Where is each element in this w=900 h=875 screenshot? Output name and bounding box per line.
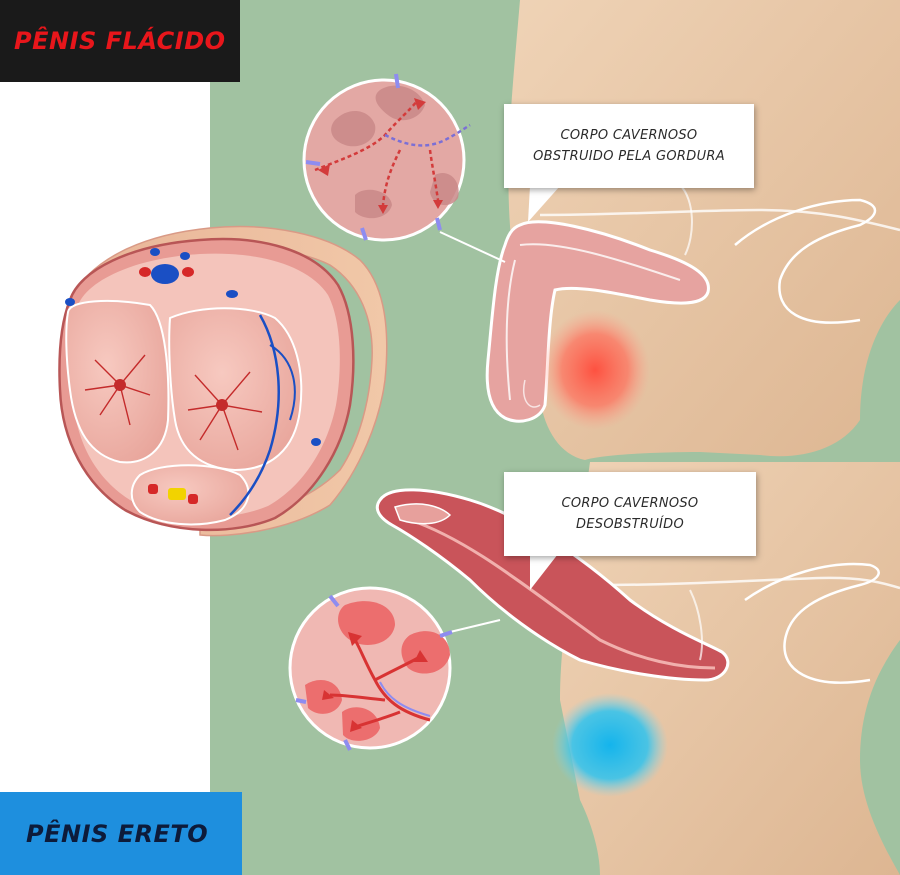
erect-organ <box>375 488 730 682</box>
label-erect-text: PÊNIS ERETO <box>26 819 209 848</box>
leader-line-lower <box>449 619 501 633</box>
callout-obstructed-line1: CORPO CAVERNOSO <box>560 128 698 143</box>
leader-line-upper <box>439 231 506 263</box>
label-erect: PÊNIS ERETO <box>0 792 242 875</box>
callout-unobstructed: CORPO CAVERNOSO DESOBSTRUÍDO <box>504 472 756 556</box>
callout-obstructed-line2: OBSTRUIDO PELA GORDURA <box>533 149 725 164</box>
magnifier-obstructed <box>302 73 471 242</box>
callout-pointer-lower <box>530 554 558 590</box>
flow-highlight <box>552 693 668 797</box>
cross-section <box>58 225 388 537</box>
callout-unobstructed-line2: DESOBSTRUÍDO <box>575 517 685 532</box>
obstruction-highlight <box>540 310 650 430</box>
callout-unobstructed-line1: CORPO CAVERNOSO <box>561 496 699 511</box>
lower-abdomen-line <box>599 576 900 590</box>
callout-pointer-upper <box>528 186 560 222</box>
label-flaccid-text: PÊNIS FLÁCIDO <box>14 27 226 55</box>
upper-thigh-outline <box>734 198 877 324</box>
lower-thigh-outline <box>744 562 880 684</box>
callout-obstructed: CORPO CAVERNOSO OBSTRUIDO PELA GORDURA <box>504 104 754 188</box>
upper-abdomen-line <box>539 208 900 232</box>
magnifier-unobstructed <box>288 586 453 751</box>
label-flaccid: PÊNIS FLÁCIDO <box>0 0 240 82</box>
